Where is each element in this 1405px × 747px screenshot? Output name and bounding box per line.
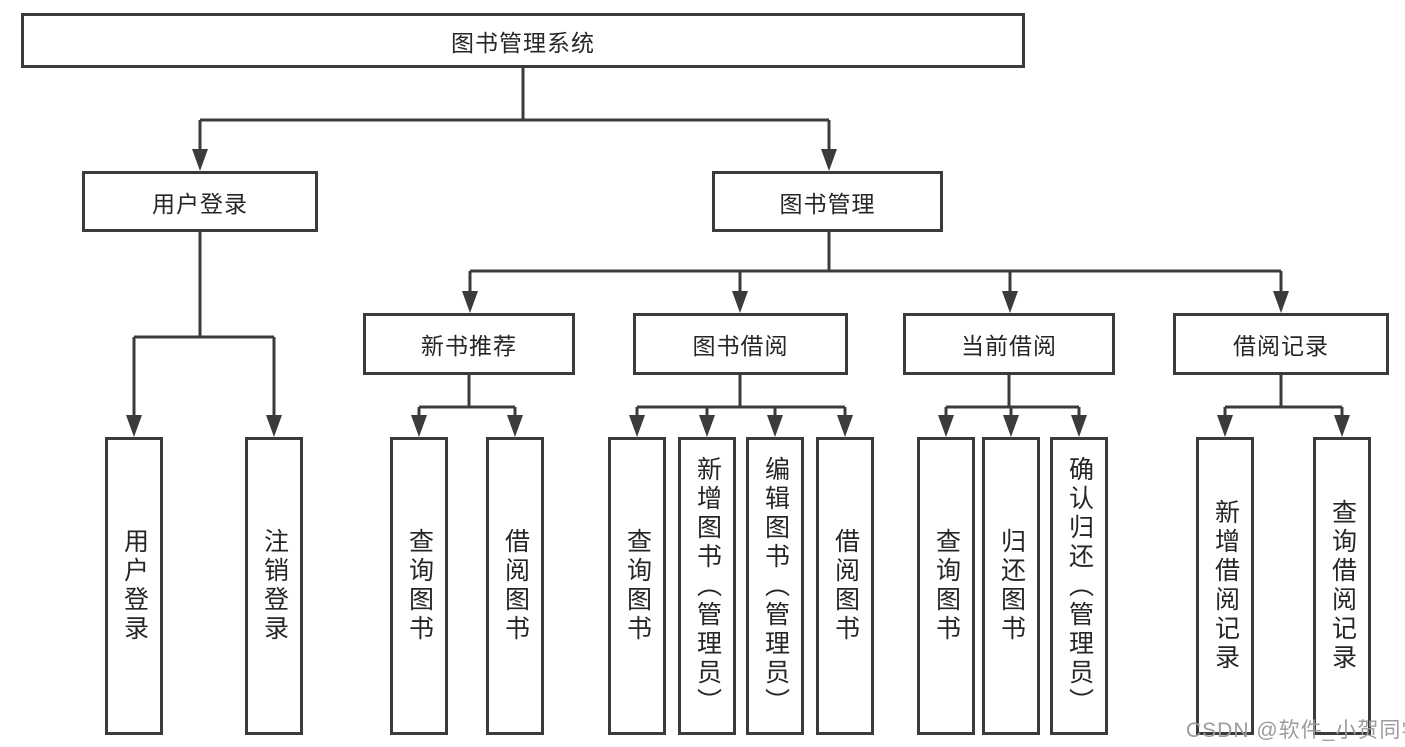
leaf-confirm-return-admin: 确认归还（管理员） bbox=[1050, 437, 1108, 735]
node-user-login: 用户登录 bbox=[82, 171, 318, 232]
leaf-borrow-books: 借阅图书 bbox=[816, 437, 874, 735]
node-new-book-recommend: 新书推荐 bbox=[363, 313, 575, 375]
leaf-query-books-recommend: 查询图书 bbox=[390, 437, 448, 735]
node-current-borrow: 当前借阅 bbox=[903, 313, 1115, 375]
node-book-borrow: 图书借阅 bbox=[633, 313, 848, 375]
leaf-query-books-current: 查询图书 bbox=[917, 437, 975, 735]
node-borrow-records: 借阅记录 bbox=[1173, 313, 1389, 375]
leaf-edit-book-admin: 编辑图书（管理员） bbox=[746, 437, 804, 735]
csdn-watermark: CSDN @软件_小贺同学 bbox=[1186, 719, 1405, 742]
leaf-query-borrow-record: 查询借阅记录 bbox=[1313, 437, 1371, 735]
node-book-management: 图书管理 bbox=[712, 171, 943, 232]
leaf-add-book-admin: 新增图书（管理员） bbox=[678, 437, 736, 735]
leaf-logout: 注销登录 bbox=[245, 437, 303, 735]
leaf-borrow-books-recommend: 借阅图书 bbox=[486, 437, 544, 735]
node-root: 图书管理系统 bbox=[21, 13, 1025, 68]
leaf-add-borrow-record: 新增借阅记录 bbox=[1196, 437, 1254, 735]
leaf-return-books: 归还图书 bbox=[982, 437, 1040, 735]
leaf-user-login: 用户登录 bbox=[105, 437, 163, 735]
leaf-query-books-borrow: 查询图书 bbox=[608, 437, 666, 735]
